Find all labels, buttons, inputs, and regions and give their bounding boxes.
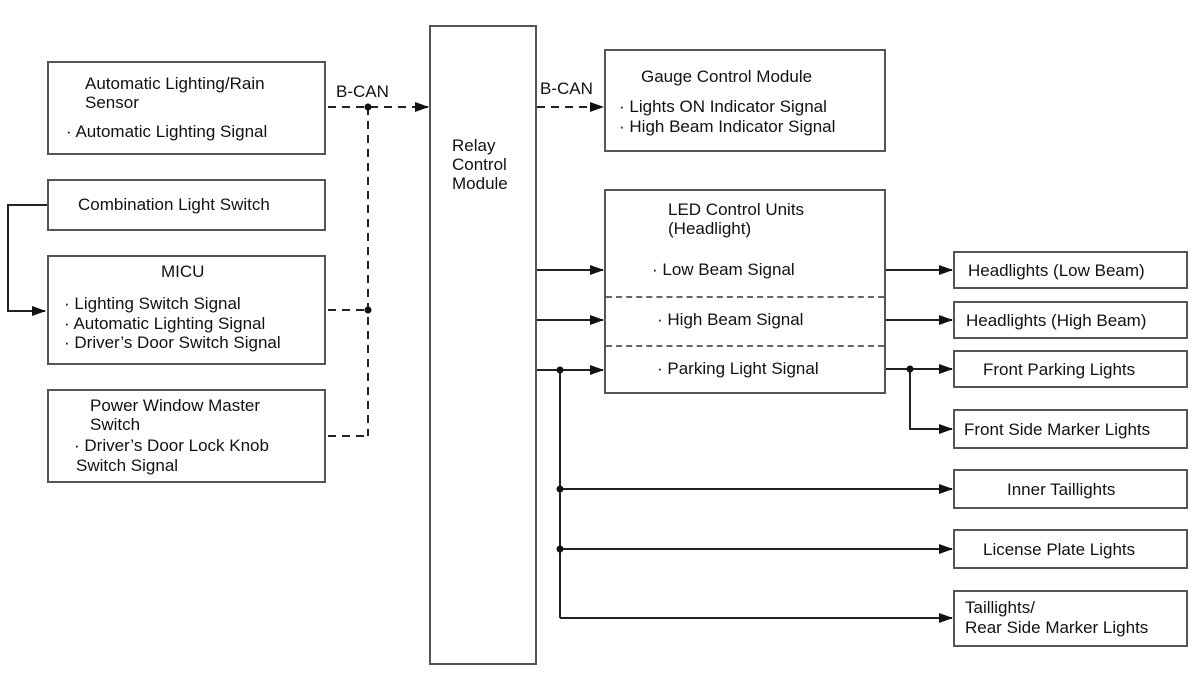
led-to-side-marker-line <box>909 369 953 434</box>
license-plate-lights-box: License Plate Lights <box>953 529 1188 569</box>
headlights-low-beam-box: Headlights (Low Beam) <box>953 251 1188 289</box>
led-row-divider <box>606 345 884 347</box>
micu-signal-lighting-switch: · Lighting Switch Signal <box>64 294 241 313</box>
gauge-control-module-box: Gauge Control Module · Lights ON Indicat… <box>604 49 886 152</box>
auto-light-sensor-title-line1: Automatic Lighting/Rain <box>85 74 265 93</box>
led-signal-low-beam: · Low Beam Signal <box>652 260 795 279</box>
gauge-title: Gauge Control Module <box>641 67 813 86</box>
combination-switch-box: Combination Light Switch <box>47 179 326 231</box>
junction-dot <box>556 545 564 553</box>
junction-dot <box>556 485 564 493</box>
led-signal-parking: · Parking Light Signal <box>657 359 819 378</box>
inner-taillights-label: Inner Taillights <box>1007 480 1116 499</box>
power-window-title-line1: Power Window Master <box>90 396 261 415</box>
relay-control-module-box: Relay Control Module <box>429 25 537 665</box>
micu-signal-door-switch: · Driver’s Door Switch Signal <box>64 333 281 352</box>
micu-box: MICU · Lighting Switch Signal · Automati… <box>47 255 326 365</box>
micu-title: MICU <box>161 262 205 281</box>
front-side-marker-lights-box: Front Side Marker Lights <box>953 409 1188 449</box>
bcan-label-left: B-CAN <box>336 82 389 101</box>
combination-switch-title: Combination Light Switch <box>78 195 270 214</box>
relay-label-line2: Control <box>452 155 507 174</box>
gauge-signal-high-beam: · High Beam Indicator Signal <box>619 117 836 136</box>
auto-light-sensor-signal: · Automatic Lighting Signal <box>66 122 268 141</box>
power-window-title-line2: Switch <box>90 415 141 434</box>
auto-light-sensor-box: Automatic Lighting/Rain Sensor · Automat… <box>47 61 326 155</box>
led-row-divider <box>606 296 884 298</box>
combo-to-micu-line <box>7 204 47 316</box>
taillights-label-line2: Rear Side Marker Lights <box>965 618 1149 637</box>
gauge-signal-lights-on: · Lights ON Indicator Signal <box>619 97 827 116</box>
led-signal-high-beam: · High Beam Signal <box>657 310 804 329</box>
license-plate-lights-label: License Plate Lights <box>983 540 1136 559</box>
junction-dot <box>556 366 564 374</box>
front-parking-lights-box: Front Parking Lights <box>953 350 1188 388</box>
front-parking-lights-label: Front Parking Lights <box>983 360 1136 379</box>
led-title-line2: (Headlight) <box>668 219 752 238</box>
micu-signal-auto-lighting: · Automatic Lighting Signal <box>64 314 266 333</box>
headlights-low-beam-label: Headlights (Low Beam) <box>968 261 1145 280</box>
led-control-units-box: LED Control Units (Headlight) · Low Beam… <box>604 189 886 394</box>
taillights-label-line1: Taillights/ <box>965 598 1035 617</box>
front-side-marker-lights-label: Front Side Marker Lights <box>964 420 1151 439</box>
junction-dot <box>906 365 914 373</box>
auto-light-sensor-title-line2: Sensor <box>85 93 139 112</box>
headlights-high-beam-label: Headlights (High Beam) <box>966 311 1147 330</box>
bcan-label-right: B-CAN <box>540 79 593 98</box>
taillights-rear-side-marker-box: Taillights/ Rear Side Marker Lights <box>953 590 1188 647</box>
inner-taillights-box: Inner Taillights <box>953 469 1188 509</box>
junction-dot <box>364 103 372 111</box>
power-window-signal-line2: Switch Signal <box>76 456 179 475</box>
relay-label-line3: Module <box>452 174 508 193</box>
power-window-signal-line1: · Driver’s Door Lock Knob <box>74 436 269 455</box>
relay-label-line1: Relay <box>452 136 496 155</box>
junction-dot <box>364 306 372 314</box>
power-window-switch-box: Power Window Master Switch · Driver’s Do… <box>47 389 326 483</box>
headlights-high-beam-box: Headlights (High Beam) <box>953 301 1188 339</box>
led-title-line1: LED Control Units <box>668 200 805 219</box>
